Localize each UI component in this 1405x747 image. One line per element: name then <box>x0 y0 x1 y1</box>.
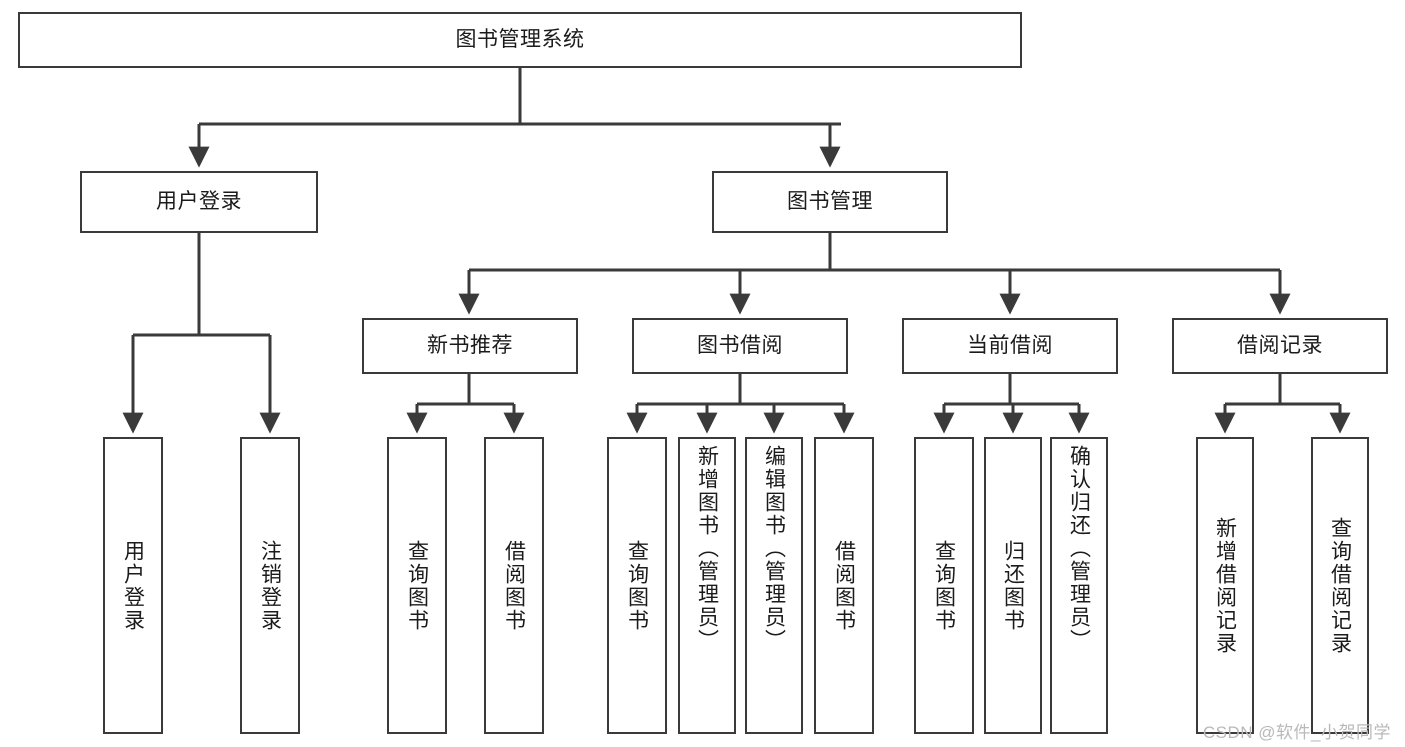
leaf-add-borrow-record[interactable]: 新增借阅记录 <box>1196 437 1254 734</box>
leaf-user-logout-label: 注销登录 <box>258 539 282 632</box>
leaf-query-book-2-label: 查询图书 <box>625 539 649 632</box>
leaf-confirm-return-admin-label: 确认归还（管理员） <box>1067 445 1091 652</box>
leaf-return-book-label: 归还图书 <box>1001 539 1025 632</box>
node-book-borrow-label: 图书借阅 <box>697 333 783 357</box>
leaf-query-book-3-label: 查询图书 <box>932 539 956 632</box>
leaf-borrow-book-1-label: 借阅图书 <box>502 539 526 632</box>
leaf-add-borrow-record-label: 新增借阅记录 <box>1213 516 1237 655</box>
node-current-borrow-label: 当前借阅 <box>967 333 1053 357</box>
leaf-add-book-admin-label: 新增图书（管理员） <box>695 445 719 652</box>
leaf-edit-book-admin[interactable]: 编辑图书（管理员） <box>745 437 803 734</box>
leaf-user-login-label: 用户登录 <box>121 539 145 632</box>
node-book-manage[interactable]: 图书管理 <box>712 171 948 233</box>
leaf-confirm-return-admin[interactable]: 确认归还（管理员） <box>1050 437 1108 734</box>
leaf-edit-book-admin-label: 编辑图书（管理员） <box>762 445 786 652</box>
leaf-query-book-2[interactable]: 查询图书 <box>607 437 667 734</box>
node-new-book-recommend-label: 新书推荐 <box>427 333 513 357</box>
leaf-user-login[interactable]: 用户登录 <box>103 437 163 734</box>
node-root-label: 图书管理系统 <box>455 27 585 51</box>
node-borrow-record-label: 借阅记录 <box>1237 333 1323 357</box>
leaf-query-borrow-record-label: 查询借阅记录 <box>1328 516 1352 655</box>
leaf-query-book-1[interactable]: 查询图书 <box>387 437 447 734</box>
node-new-book-recommend[interactable]: 新书推荐 <box>362 318 578 374</box>
leaf-return-book[interactable]: 归还图书 <box>984 437 1042 734</box>
leaf-query-borrow-record[interactable]: 查询借阅记录 <box>1311 437 1369 734</box>
node-current-borrow[interactable]: 当前借阅 <box>902 318 1118 374</box>
node-borrow-record[interactable]: 借阅记录 <box>1172 318 1388 374</box>
leaf-add-book-admin[interactable]: 新增图书（管理员） <box>678 437 736 734</box>
leaf-borrow-book-1[interactable]: 借阅图书 <box>484 437 544 734</box>
leaf-user-logout[interactable]: 注销登录 <box>240 437 300 734</box>
leaf-borrow-book-2[interactable]: 借阅图书 <box>814 437 874 734</box>
node-user-login[interactable]: 用户登录 <box>80 171 318 233</box>
leaf-query-book-1-label: 查询图书 <box>405 539 429 632</box>
leaf-borrow-book-2-label: 借阅图书 <box>832 539 856 632</box>
leaf-query-book-3[interactable]: 查询图书 <box>914 437 974 734</box>
node-book-borrow[interactable]: 图书借阅 <box>632 318 848 374</box>
node-user-login-label: 用户登录 <box>156 189 242 213</box>
watermark: CSDN @软件_小贺同学 <box>1202 723 1391 742</box>
node-book-manage-label: 图书管理 <box>787 189 873 213</box>
node-root[interactable]: 图书管理系统 <box>18 12 1022 68</box>
